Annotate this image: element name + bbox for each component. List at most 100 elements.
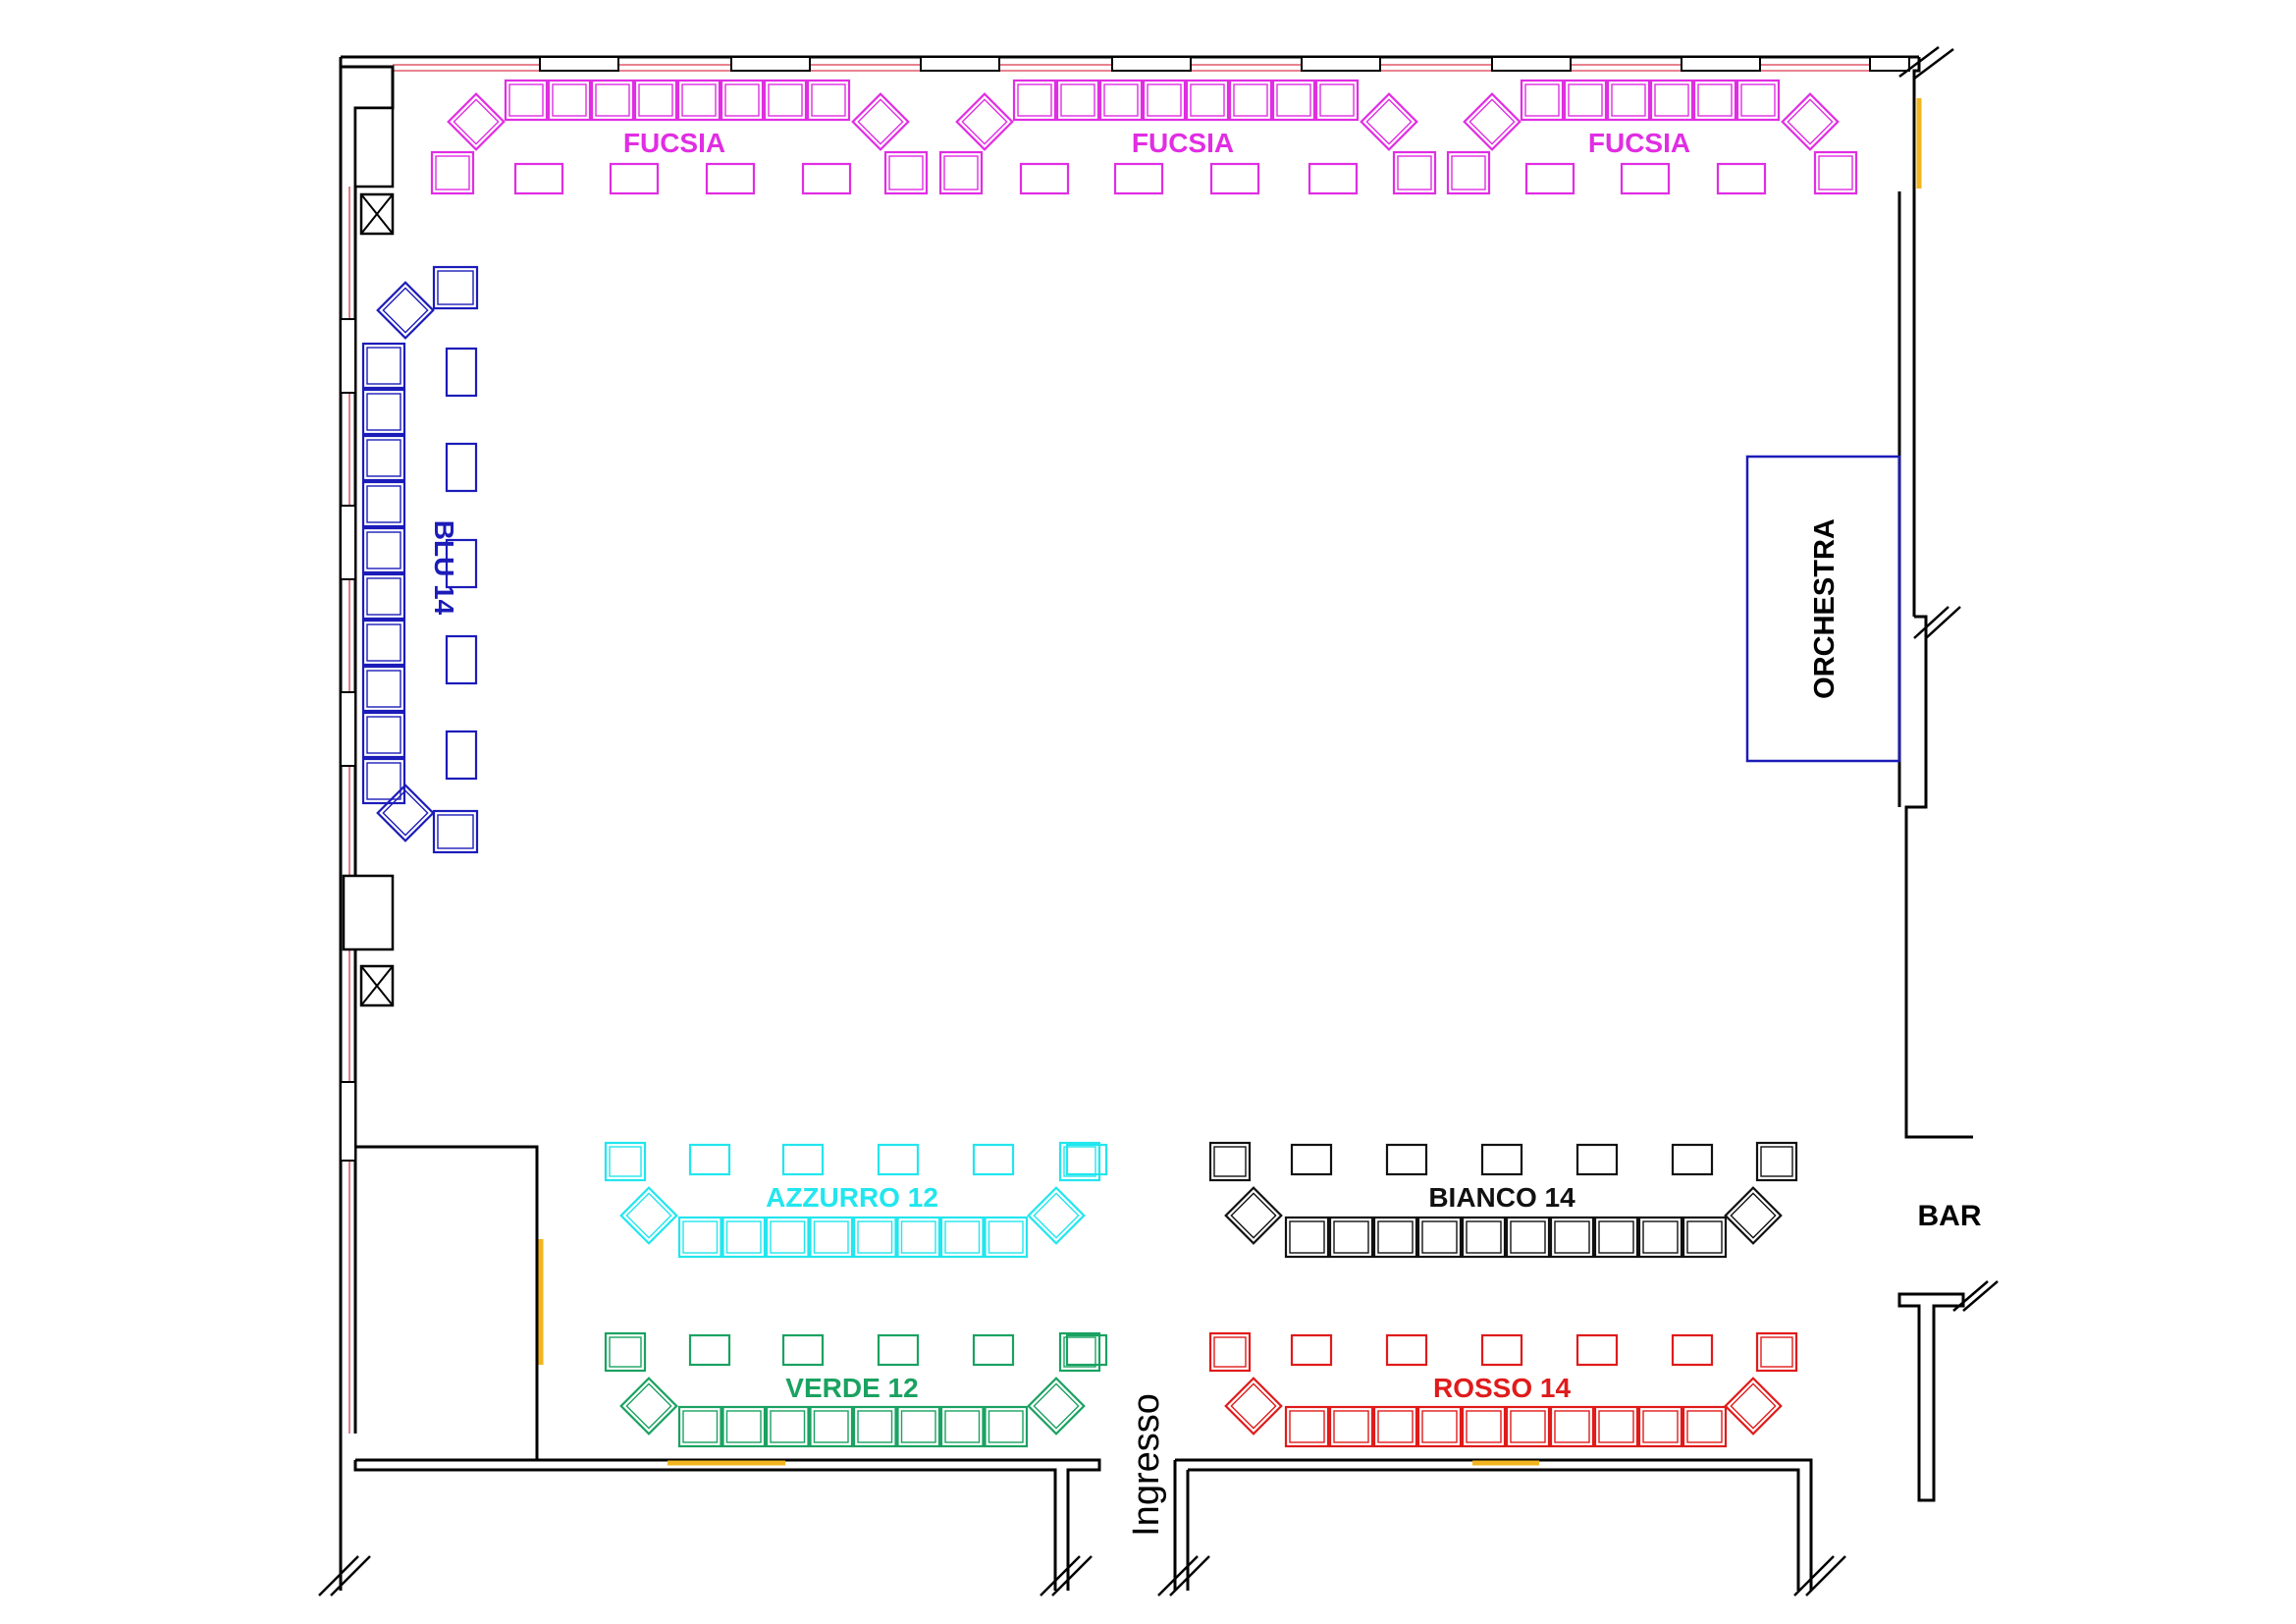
chair [445,538,478,589]
corner-seat-diagonal [1224,1186,1283,1245]
seat [1098,79,1144,122]
chair [1290,1143,1333,1176]
seat [1228,79,1273,122]
seat [852,1405,897,1448]
seat [1637,1216,1683,1259]
seat [504,79,549,122]
corner-seat [938,150,984,195]
seat [1416,1405,1463,1448]
chair [1480,1333,1523,1367]
seat [590,79,635,122]
window-frame [340,691,356,767]
seat [1284,1405,1330,1448]
corner-seat-diagonal [1224,1377,1283,1435]
chair [1716,162,1767,195]
seat [361,665,406,713]
chair [1290,1333,1333,1367]
seat [763,79,808,122]
seat [361,434,406,482]
bar-label: BAR [1918,1200,1982,1232]
chair [1065,1333,1108,1367]
seat [1185,79,1230,122]
table-label-verde: VERDE 12 [785,1373,918,1403]
chair [445,730,478,781]
table-label-azzurro: AZZURRO 12 [766,1182,938,1213]
seat [633,79,678,122]
chair [972,1143,1015,1176]
corner-seat [430,150,475,195]
seat [1735,79,1781,122]
chair [1620,162,1671,195]
chair [972,1333,1015,1367]
window-frame [920,56,1000,72]
window-frame [1681,56,1761,72]
seat [1314,79,1360,122]
seat [1328,1405,1374,1448]
window-frame [730,56,811,72]
seat [677,1405,722,1448]
corner-seat [604,1331,647,1373]
seat [547,79,592,122]
seat [1649,79,1694,122]
corner-seat [604,1141,647,1182]
window-frame [340,318,356,394]
table-group-blu [361,265,479,854]
table-group-fucsia [430,79,1858,195]
column-x-box [359,192,395,236]
seat [1682,1216,1728,1259]
chair [1019,162,1070,195]
seat [1271,79,1316,122]
seat [1328,1216,1374,1259]
corner-seat [1208,1331,1252,1373]
seat [984,1216,1029,1259]
corner-seat [1813,150,1858,195]
seat [361,711,406,759]
seat [1372,1216,1418,1259]
chair [1308,162,1359,195]
corner-seat-diagonal [619,1186,678,1245]
corner-seat-diagonal [1724,1186,1783,1245]
seat [720,79,765,122]
orchestra-label: ORCHESTRA [1809,518,1841,699]
chair [445,442,478,493]
seat [677,1216,722,1259]
seat [1682,1405,1728,1448]
seat [1692,79,1737,122]
seat [361,619,406,667]
seat [676,79,721,122]
chair [705,162,756,195]
seat [1505,1216,1551,1259]
corner-seat [1755,1141,1798,1182]
corner-seat [1058,1141,1101,1182]
seat [939,1216,985,1259]
seat [1505,1405,1551,1448]
corner-seat [1058,1331,1101,1373]
seat [361,388,406,436]
table-label-fucsia-2: FUCSIA [1132,128,1234,158]
seat [1372,1405,1418,1448]
window-frame [1111,56,1192,72]
corner-seat-diagonal [1724,1377,1783,1435]
corner-seat [1392,150,1437,195]
seat [361,572,406,621]
chair [1671,1333,1714,1367]
corner-seat-diagonal [1360,92,1418,151]
corner-seat-diagonal [619,1377,678,1435]
seat [852,1216,897,1259]
window-frame [1869,56,1910,72]
seat [806,79,851,122]
table-label-bianco: BIANCO 14 [1428,1182,1575,1213]
corner-seat-diagonal [376,281,435,340]
seat [361,757,406,805]
building-walls [318,46,1999,1597]
orchestra-stage: ORCHESTRA [1745,455,1901,763]
seat [1593,1216,1639,1259]
seat [1461,1405,1507,1448]
seat [765,1216,810,1259]
seat [896,1405,941,1448]
corner-seat [883,150,929,195]
pillar-block [342,874,395,951]
chair [877,1143,920,1176]
chair [1575,1333,1619,1367]
